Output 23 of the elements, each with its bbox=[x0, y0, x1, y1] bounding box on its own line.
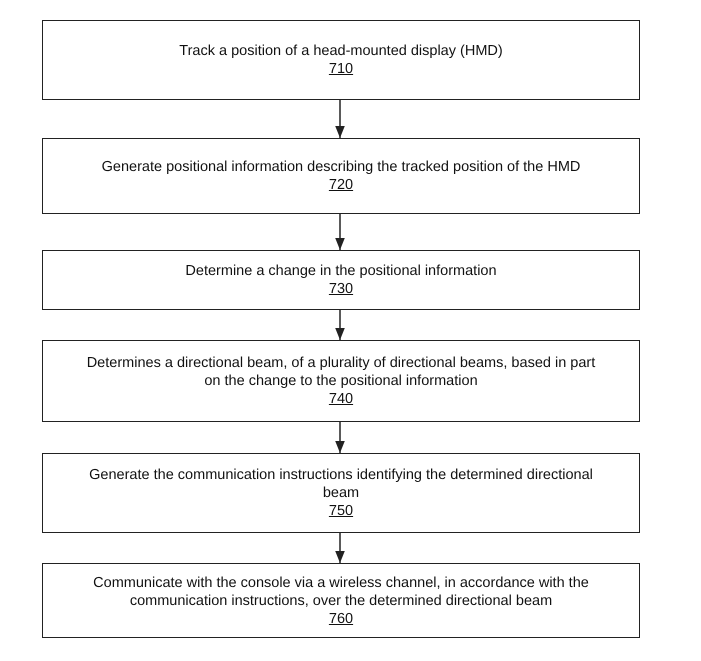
step-text: Communicate with the console via a wireless channel, in accordance with the communication instructions, over the determined directional beam bbox=[92, 574, 590, 610]
step-number: 730 bbox=[328, 280, 354, 298]
step-text: Track a position of a head-mounted display (HMD) bbox=[179, 42, 503, 60]
process-box bbox=[42, 453, 640, 533]
process-box bbox=[42, 250, 640, 310]
arrow bbox=[335, 533, 345, 563]
step-number: 710 bbox=[328, 60, 354, 78]
step-number: 720 bbox=[328, 176, 354, 194]
step-number: 740 bbox=[328, 390, 354, 408]
step-text: Determines a directional beam, of a plurality of directional beams, based in part on the change to the positional information bbox=[86, 354, 596, 390]
arrow bbox=[335, 310, 345, 340]
arrow bbox=[335, 100, 345, 138]
process-box bbox=[42, 563, 640, 638]
step-text: Generate positional information describing the tracked position of the HMD bbox=[102, 158, 580, 176]
step-number: 760 bbox=[328, 610, 354, 628]
process-box bbox=[42, 20, 640, 100]
step-number: 750 bbox=[328, 502, 354, 520]
step-text: Generate the communication instructions identifying the determined directional beam bbox=[88, 466, 594, 502]
process-box bbox=[42, 138, 640, 214]
step-text: Determine a change in the positional information bbox=[185, 262, 497, 280]
process-box bbox=[42, 340, 640, 422]
arrow bbox=[335, 422, 345, 453]
arrow bbox=[335, 214, 345, 250]
